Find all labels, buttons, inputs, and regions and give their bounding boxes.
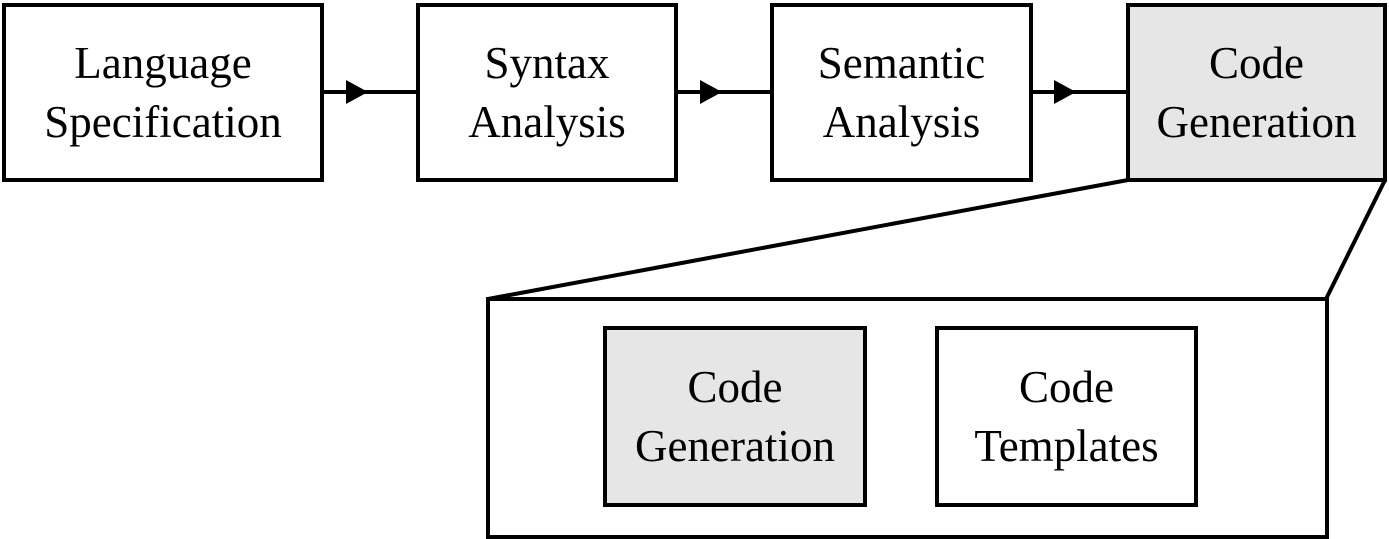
stage-label-line2: Specification	[44, 96, 282, 147]
zoom-line-left	[487, 178, 1129, 301]
zoom-line-right	[1324, 179, 1387, 300]
stage-label-line2: Analysis	[468, 96, 626, 147]
stage-label-line1: Syntax	[484, 37, 610, 88]
component-label-line2: Generation	[635, 420, 835, 471]
arrowhead-2-icon	[700, 80, 722, 104]
component-label-line1: Code	[687, 361, 783, 412]
stage-label-line2: Generation	[1156, 96, 1357, 147]
arrowhead-1-icon	[346, 80, 368, 104]
component-code-templates: Code Templates	[935, 326, 1198, 507]
stage-syntax-analysis: Syntax Analysis	[416, 3, 678, 182]
stage-code-generation: Code Generation	[1126, 3, 1387, 182]
stage-label-line1: Language	[74, 37, 252, 88]
component-label-line1: Code	[1019, 361, 1114, 412]
stage-language-specification: Language Specification	[2, 3, 324, 182]
stage-label-line1: Semantic	[817, 37, 986, 88]
stage-label-line1: Code	[1209, 37, 1304, 88]
component-code-generation: Code Generation	[603, 326, 867, 507]
stage-semantic-analysis: Semantic Analysis	[770, 3, 1033, 182]
arrowhead-3-icon	[1054, 80, 1076, 104]
component-label-line2: Templates	[974, 420, 1159, 471]
stage-label-line2: Analysis	[822, 96, 981, 147]
